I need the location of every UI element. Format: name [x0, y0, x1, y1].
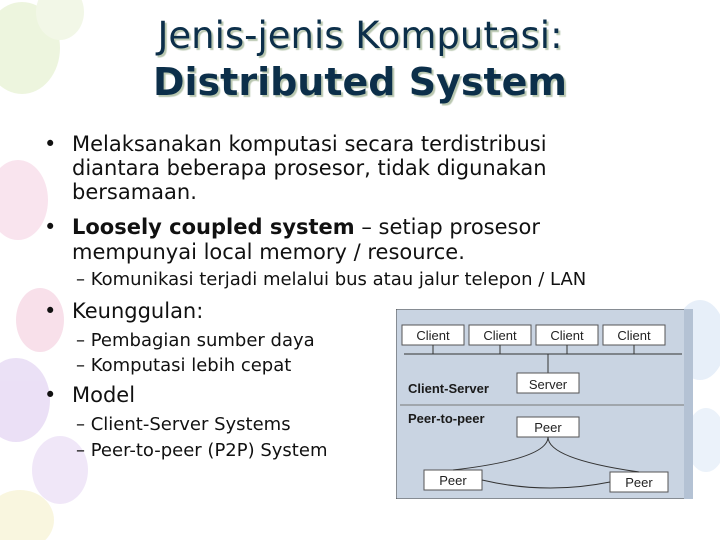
bullet-bold-text: Loosely coupled system: [72, 215, 355, 239]
bullet-text: Keunggulan:: [72, 299, 204, 323]
peer-label: Peer: [534, 420, 562, 435]
client-label: Client: [416, 328, 450, 343]
bullet-dot: •: [44, 215, 57, 239]
balloon-decoration-green: [0, 0, 84, 94]
bullet-text: mempunyai local memory / resource.: [72, 240, 465, 264]
peer-label: Peer: [625, 475, 653, 490]
bullet-rest-text: – setiap prosesor: [354, 215, 540, 239]
client-label: Client: [550, 328, 584, 343]
bullet-text: Loosely coupled system – setiap prosesor: [72, 215, 540, 239]
slide-title-line1: Jenis-jenis Komputasi:: [157, 14, 563, 57]
bullet-text: bersamaan.: [72, 180, 197, 204]
bullet-text: Model: [72, 383, 136, 407]
sub-bullet: – Komunikasi terjadi melalui bus atau ja…: [76, 269, 587, 290]
bullet-dot: •: [44, 299, 57, 323]
balloon-decoration-purple: [0, 358, 88, 504]
sub-bullet: – Peer-to-peer (P2P) System: [76, 440, 328, 461]
bullet-text: Melaksanakan komputasi secara terdistrib…: [72, 132, 547, 156]
peer-link: [547, 436, 640, 473]
client-server-label: Client-Server: [408, 381, 489, 396]
balloon-decoration-pink: [0, 160, 64, 352]
peer-label: Peer: [439, 473, 467, 488]
sub-bullet: – Pembagian sumber daya: [76, 330, 315, 351]
sub-bullet: – Client-Server Systems: [76, 414, 291, 435]
sub-bullet: – Komputasi lebih cepat: [76, 355, 292, 376]
peer-link: [452, 436, 549, 471]
slide-title-line2: Distributed System: [152, 60, 568, 104]
client-server-p2p-diagram: Client Client Client Client Server Clien…: [396, 309, 693, 499]
p2p-label: Peer-to-peer: [408, 411, 485, 426]
balloon-decoration-yellow: [0, 490, 54, 540]
server-label: Server: [529, 377, 568, 392]
peer-link: [481, 479, 611, 489]
bullet-text: diantara beberapa prosesor, tidak diguna…: [72, 156, 547, 180]
server-node: [516, 372, 580, 394]
diagram-side-shading: [684, 309, 693, 499]
bullet-dot: •: [44, 383, 57, 407]
client-label: Client: [617, 328, 651, 343]
client-label: Client: [483, 328, 517, 343]
bullet-dot: •: [44, 132, 57, 156]
